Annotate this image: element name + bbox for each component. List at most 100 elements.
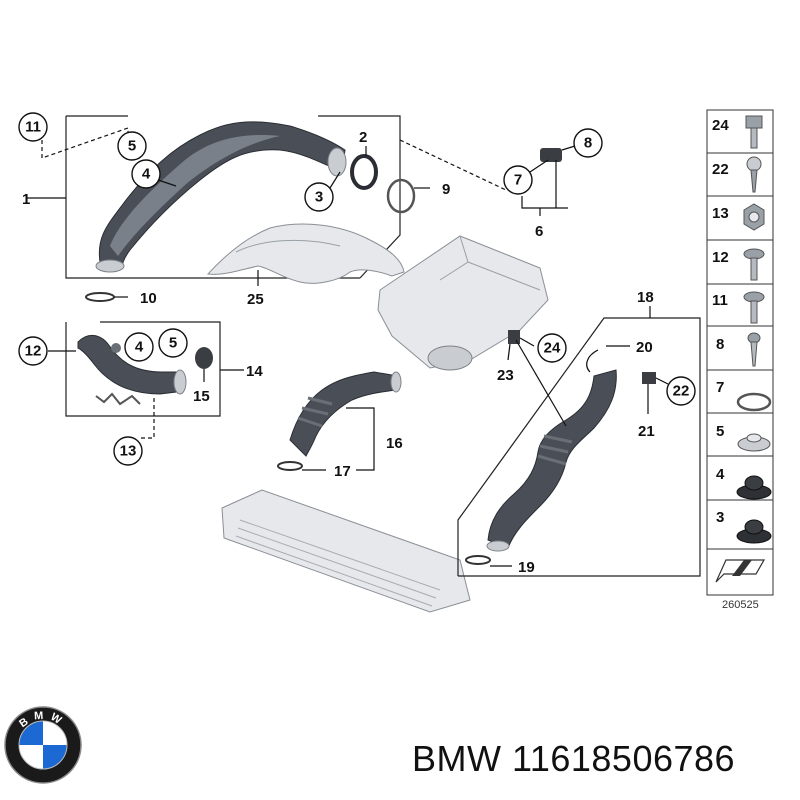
legend-label-4: 4 (716, 466, 725, 483)
callout-4-circle (131, 159, 161, 189)
hose-13-clips (95, 392, 141, 406)
callout-8: 8 (584, 135, 592, 152)
sensor-8 (540, 148, 562, 162)
leader-3 (329, 171, 341, 189)
callout-6: 6 (535, 223, 543, 240)
leader-13 (140, 398, 155, 439)
callout-1: 1 (22, 191, 30, 208)
callout-5-circle (117, 131, 147, 161)
leader-22 (655, 377, 669, 385)
leader-11 (41, 127, 129, 159)
legend-grommet-4 (736, 475, 772, 500)
legend-bolt-11 (743, 291, 765, 324)
hose-18-lower-end (486, 540, 510, 552)
clamp-17 (277, 461, 303, 471)
o-ring-9 (386, 178, 416, 214)
heat-shield-25 (206, 223, 405, 284)
callout-16: 16 (386, 435, 403, 452)
airbox-outlet (427, 345, 473, 371)
callout-14: 14 (246, 363, 263, 380)
callout-10: 10 (140, 290, 157, 307)
legend-grommet-3 (736, 519, 772, 544)
legend-label-12: 12 (712, 249, 729, 266)
callout-22-circle (666, 376, 696, 406)
callout-15: 15 (193, 388, 210, 405)
callout-17: 17 (334, 463, 351, 480)
fitting-4 (111, 343, 121, 353)
callout-5b-circle (158, 328, 188, 358)
legend-nut-13 (743, 203, 765, 231)
pipe-end-lower (95, 259, 125, 273)
callout-2: 2 (359, 129, 367, 146)
intercooler-fins (235, 519, 441, 607)
callout-8-circle (573, 128, 603, 158)
legend-label-24: 24 (712, 117, 729, 134)
callout-9: 9 (442, 181, 450, 198)
leader-4 (157, 179, 177, 187)
legend-label-11: 11 (712, 292, 728, 309)
callout-23: 23 (497, 367, 514, 384)
callout-5b: 5 (169, 335, 177, 352)
bmw-logo: BMW (4, 706, 82, 784)
callout-4b-circle (124, 332, 154, 362)
clamp-20 (586, 349, 599, 373)
hose-16-end (390, 371, 402, 393)
o-ring-10 (85, 292, 115, 302)
callout-7: 7 (514, 172, 522, 189)
legend-label-22: 22 (712, 161, 729, 178)
legend-bolt-24 (745, 115, 763, 149)
leader-24 (519, 337, 535, 347)
callout-11-circle (18, 112, 48, 142)
charge-pipe-highlight (110, 135, 280, 256)
part-number: 11618506786 (512, 738, 736, 779)
pipe-end-upper (327, 147, 347, 177)
brand-name: BMW (412, 738, 502, 779)
group-1-frame (65, 115, 401, 279)
seal-ring-2 (350, 154, 378, 190)
callout-24-circle (537, 333, 567, 363)
legend-column (706, 109, 774, 596)
legend-bolt-12 (743, 248, 765, 281)
callout-19: 19 (518, 559, 535, 576)
diagram-reference: 260525 (722, 599, 759, 611)
callout-20: 20 (636, 339, 653, 356)
part-caption: BMW 11618506786 (412, 738, 735, 780)
callout-18: 18 (637, 289, 654, 306)
legend-label-7: 7 (716, 379, 724, 396)
callout-3-circle (304, 182, 334, 212)
leader-6 (521, 159, 568, 216)
bracket-23 (508, 330, 520, 344)
legend-label-3: 3 (716, 509, 724, 526)
airbox-edges (439, 235, 541, 291)
legend-label-8: 8 (716, 336, 724, 353)
callout-22: 22 (673, 383, 690, 400)
group-14-frame (65, 321, 221, 417)
callout-12-circle (18, 336, 48, 366)
leader-23 (507, 343, 511, 361)
callout-4: 4 (142, 166, 151, 183)
hose-18-ribs (537, 434, 573, 466)
callout-4b: 4 (135, 339, 144, 356)
leader-16 (346, 407, 375, 471)
callout-11: 11 (25, 119, 41, 136)
dashed-line-9 (399, 139, 507, 191)
legend-washer-5 (737, 433, 771, 452)
sensor-22 (642, 372, 656, 384)
leader-8 (561, 145, 576, 151)
callout-3: 3 (315, 189, 323, 206)
hose-13 (77, 335, 177, 395)
callout-5: 5 (128, 138, 136, 155)
callout-21: 21 (638, 423, 655, 440)
legend-label-5: 5 (716, 423, 724, 440)
hose-13-end (173, 369, 187, 395)
leader-23-to-hose (515, 339, 567, 427)
callout-13: 13 (120, 443, 137, 460)
group-18-frame (457, 317, 701, 577)
clamp-19 (465, 555, 491, 565)
intercooler (221, 489, 471, 613)
legend-ring-7 (736, 392, 772, 412)
grommet-15 (195, 347, 213, 369)
callout-25: 25 (247, 291, 264, 308)
callout-13-circle (113, 436, 143, 466)
